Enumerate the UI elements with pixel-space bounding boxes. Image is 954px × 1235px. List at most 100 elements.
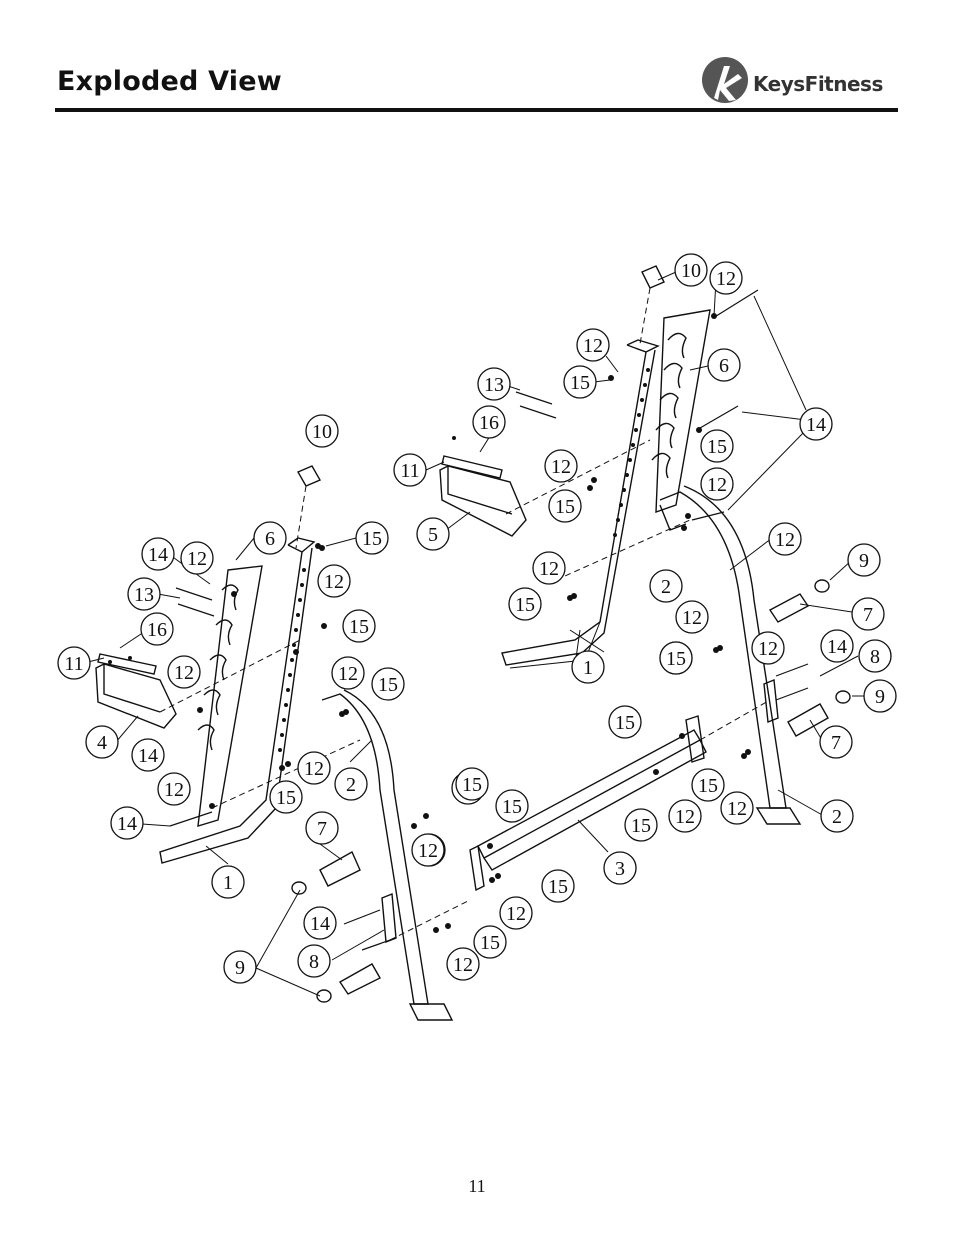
part-callout: 14 (303, 906, 337, 940)
callout-circle (720, 791, 754, 825)
callout-number: 12 (775, 529, 795, 551)
callout-circle (455, 767, 489, 801)
callout-circle (700, 429, 734, 463)
part-callout: 3 (603, 851, 637, 885)
callout-circle (851, 597, 885, 631)
part-callout: 15 (495, 789, 529, 823)
callout-number: 6 (265, 528, 275, 550)
callout-number: 14 (310, 913, 330, 935)
part-callout: 9 (223, 950, 257, 984)
part-callout: 14 (820, 629, 854, 663)
callout-circle (303, 906, 337, 940)
callout-number: 12 (338, 663, 358, 685)
callout-number: 13 (484, 374, 504, 396)
part-callout: 12 (668, 799, 702, 833)
part-callout: 12 (411, 833, 445, 867)
part-callout: 4 (85, 725, 119, 759)
part-callout: 11 (393, 453, 427, 487)
callout-number: 14 (117, 813, 137, 835)
right-safety-arm (439, 465, 527, 537)
part-callout: 15 (473, 925, 507, 959)
callout-number: 1 (223, 872, 233, 894)
callout-circle (544, 449, 578, 483)
callout-number: 7 (863, 604, 873, 626)
left-hook-plate (197, 565, 263, 827)
callout-circle (297, 944, 331, 978)
right-rear-leg (659, 485, 802, 825)
callout-number: 10 (681, 260, 701, 282)
callout-circle (334, 767, 368, 801)
callout-circle (668, 799, 702, 833)
callout-circle (331, 656, 365, 690)
part-callout: 12 (499, 896, 533, 930)
callout-number: 15 (555, 496, 575, 518)
callout-number: 12 (324, 571, 344, 593)
part-callout: 2 (334, 767, 368, 801)
part-callout: 10 (674, 253, 708, 287)
callout-number: 11 (64, 653, 83, 675)
part-callout: 15 (624, 808, 658, 842)
callout-number: 6 (719, 355, 729, 377)
part-callout: 15 (691, 768, 725, 802)
part-callout: 12 (317, 564, 351, 598)
page-title: Exploded View (57, 66, 282, 97)
part-callout: 12 (544, 449, 578, 483)
right-hook-plate (651, 309, 711, 514)
callout-circle (477, 367, 511, 401)
callout-number: 15 (615, 712, 635, 734)
part-callout: 10 (305, 414, 339, 448)
callout-circle (675, 600, 709, 634)
callout-circle (223, 950, 257, 984)
callout-circle (141, 537, 175, 571)
callout-circle (563, 365, 597, 399)
part-callout: 13 (127, 577, 161, 611)
part-callout: 12 (700, 467, 734, 501)
callout-number: 12 (583, 335, 603, 357)
callout-number: 15 (378, 674, 398, 696)
callout-circle (674, 253, 708, 287)
callout-number: 15 (548, 876, 568, 898)
callout-circle (131, 738, 165, 772)
part-callout: 12 (167, 655, 201, 689)
part-callout: 12 (576, 328, 610, 362)
part-callout: 12 (532, 551, 566, 585)
callout-circle (317, 564, 351, 598)
callout-number: 1 (583, 657, 593, 679)
callout-number: 15 (462, 774, 482, 796)
callout-number: 8 (309, 951, 319, 973)
part-callout: 11 (57, 646, 91, 680)
callout-number: 15 (631, 815, 651, 837)
callout-circle (499, 896, 533, 930)
callout-circle (127, 577, 161, 611)
callout-circle (624, 808, 658, 842)
brand-name: KeysFitness (753, 72, 883, 96)
callout-number: 12 (453, 954, 473, 976)
callout-number: 15 (276, 787, 296, 809)
callout-circle (495, 789, 529, 823)
part-callout: 15 (342, 609, 376, 643)
callout-number: 16 (147, 619, 167, 641)
callout-number: 12 (506, 903, 526, 925)
callout-number: 14 (148, 544, 168, 566)
callout-circle (167, 655, 201, 689)
callout-number: 4 (97, 732, 107, 754)
brand-logo: KeysFitness (700, 54, 900, 108)
part-callout: 14 (799, 407, 833, 441)
callout-circle (548, 489, 582, 523)
callout-circle (305, 811, 339, 845)
callout-number: 15 (480, 932, 500, 954)
callout-circle (57, 646, 91, 680)
part-callout: 16 (472, 405, 506, 439)
callout-circle (751, 631, 785, 665)
part-callout: 7 (851, 597, 885, 631)
part-callout: 15 (371, 667, 405, 701)
callout-circle (819, 725, 853, 759)
callout-number: 14 (827, 636, 847, 658)
part-callout: 16 (140, 612, 174, 646)
callout-circle (649, 569, 683, 603)
part-callout: 15 (455, 767, 489, 801)
callout-circle (472, 405, 506, 439)
callout-number: 12 (187, 548, 207, 570)
part-callout: 15 (508, 587, 542, 621)
plate-posts (291, 579, 851, 1003)
